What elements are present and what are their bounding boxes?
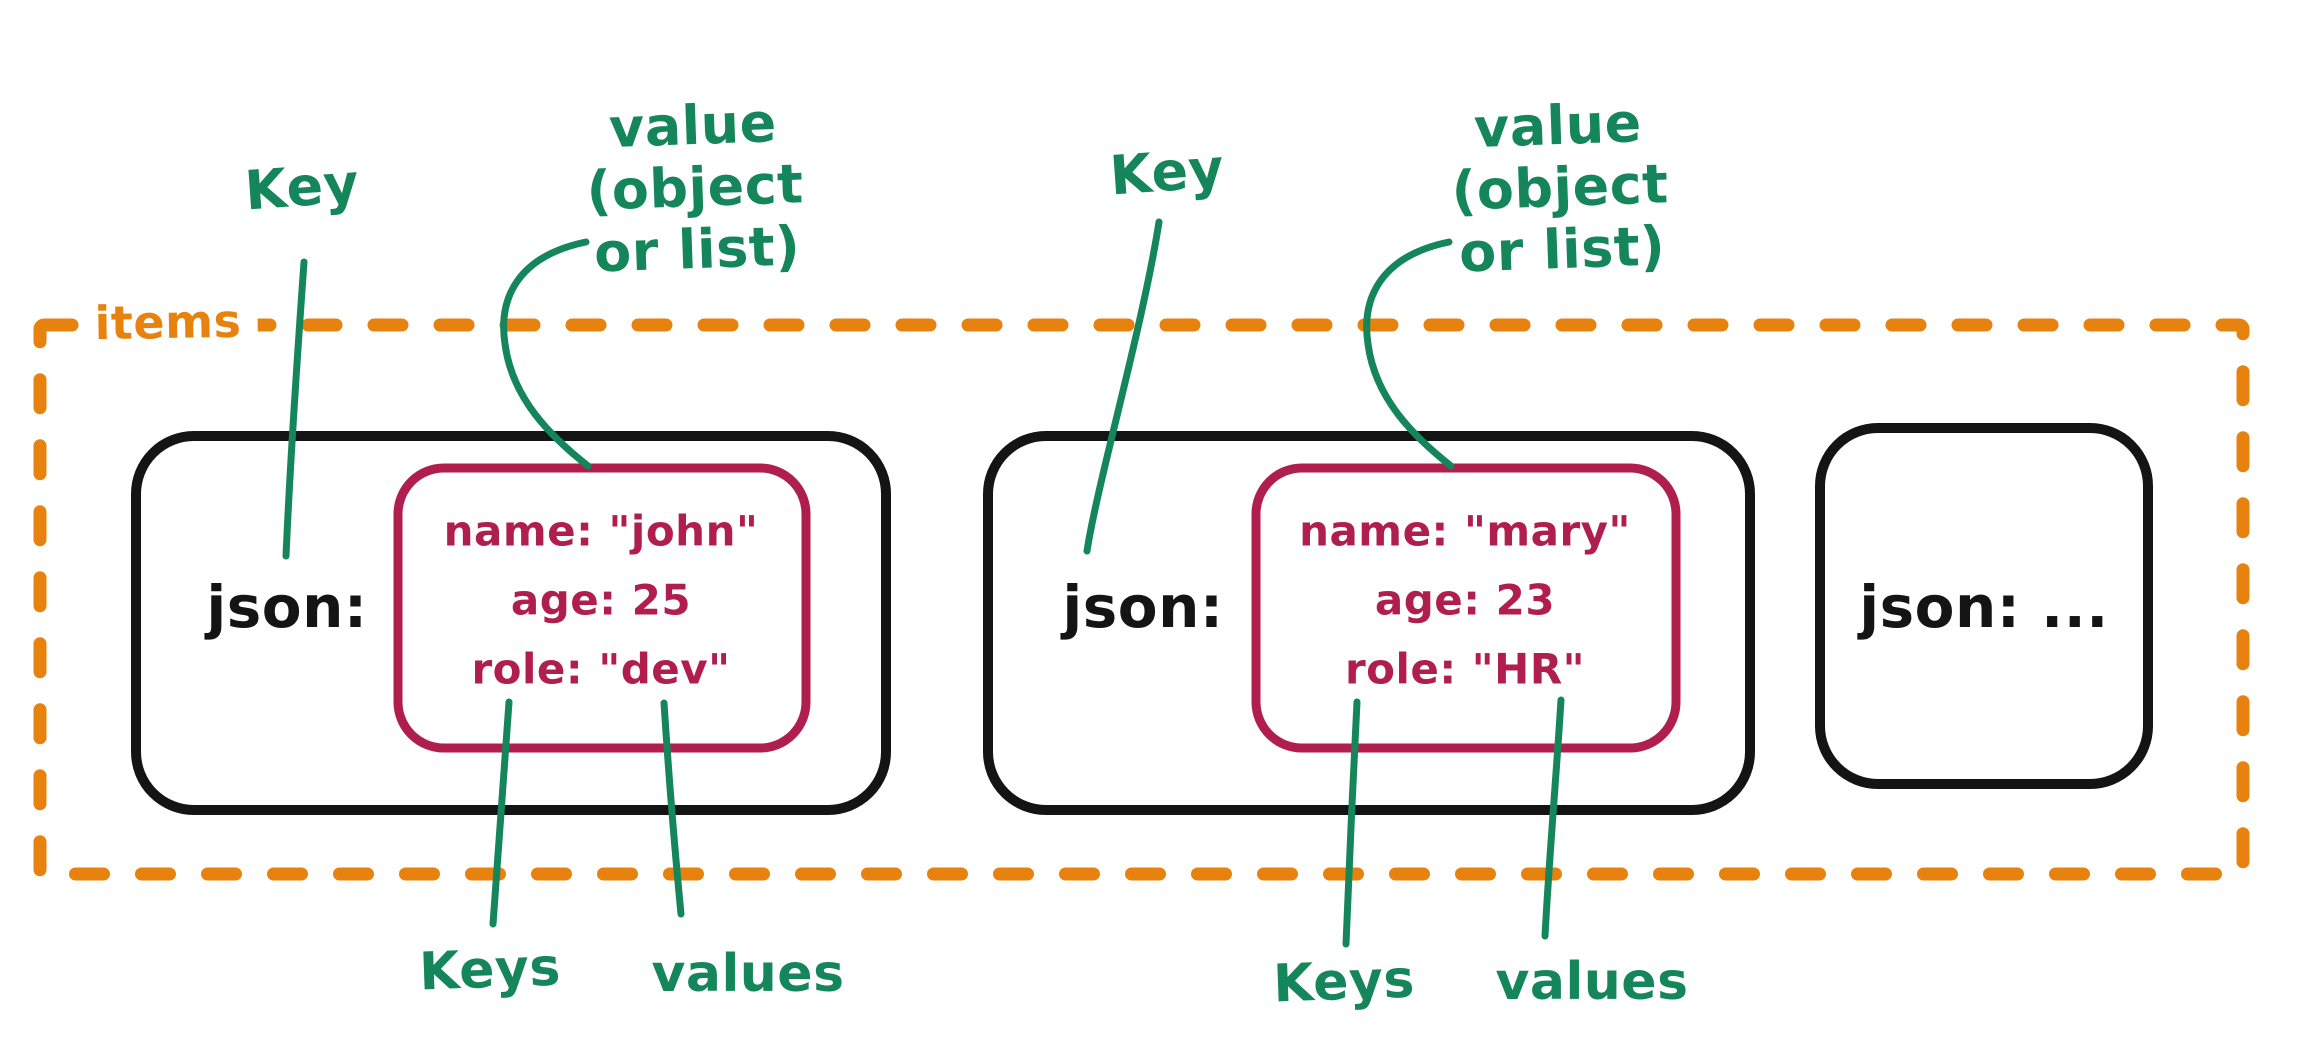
- value-label-1-line-1: value: [607, 91, 778, 160]
- object-1-border: [393, 463, 811, 753]
- card-1-object-text: name: "john" age: 25 role: "dev": [444, 497, 759, 704]
- key-pointer-line-2: [1083, 218, 1163, 555]
- value-label-2-line-3: or list): [1458, 214, 1667, 285]
- values-pointer-line-1: [660, 699, 685, 918]
- key-pointer-line-1: [282, 258, 308, 560]
- card-3-key-text: json: ...: [1859, 573, 2109, 641]
- values-label-2: values: [1495, 952, 1689, 1012]
- card-2-object-line-1: name: "mary": [1299, 506, 1631, 556]
- card-2-key-text: json:: [1062, 573, 1224, 641]
- card-1-object-line-2: age: 25: [510, 575, 692, 625]
- card-2-object-line-3: role: "HR": [1344, 644, 1586, 694]
- value-label-1: value (object or list): [583, 91, 806, 284]
- keys-label-1: Keys: [418, 937, 562, 1003]
- card-1-key-text: json:: [206, 573, 368, 641]
- keys-pointer-line-2: [1342, 698, 1361, 948]
- value-label-1-line-2: (object: [585, 152, 805, 223]
- key-label-2: Key: [1107, 136, 1227, 208]
- card-1-object-line-3: role: "dev": [471, 644, 731, 694]
- values-label-1: values: [651, 944, 845, 1004]
- values-pointer-line-2: [1541, 696, 1565, 940]
- key-label-1: Key: [242, 151, 362, 223]
- keys-label-2: Keys: [1272, 949, 1416, 1015]
- value-label-2: value (object or list): [1448, 91, 1671, 284]
- keys-pointer-line-1: [489, 698, 513, 928]
- value-pointer-curve-2: [1363, 238, 1455, 470]
- value-pointer-curve-1: [500, 238, 592, 470]
- card-2-object-line-2: age: 23: [1374, 575, 1556, 625]
- items-label: items: [78, 291, 258, 353]
- card-3-border: [1815, 423, 2153, 789]
- object-2-border: [1251, 463, 1681, 753]
- value-label-2-line-2: (object: [1450, 152, 1670, 223]
- card-1-object-line-1: name: "john": [443, 506, 759, 556]
- card-2-object-text: name: "mary" age: 23 role: "HR": [1299, 497, 1631, 704]
- card-2-border: [983, 431, 1755, 815]
- value-label-2-line-1: value: [1472, 91, 1643, 160]
- card-1-border: [131, 431, 891, 815]
- value-label-1-line-3: or list): [593, 214, 802, 285]
- items-dashed-border: [33, 318, 2250, 881]
